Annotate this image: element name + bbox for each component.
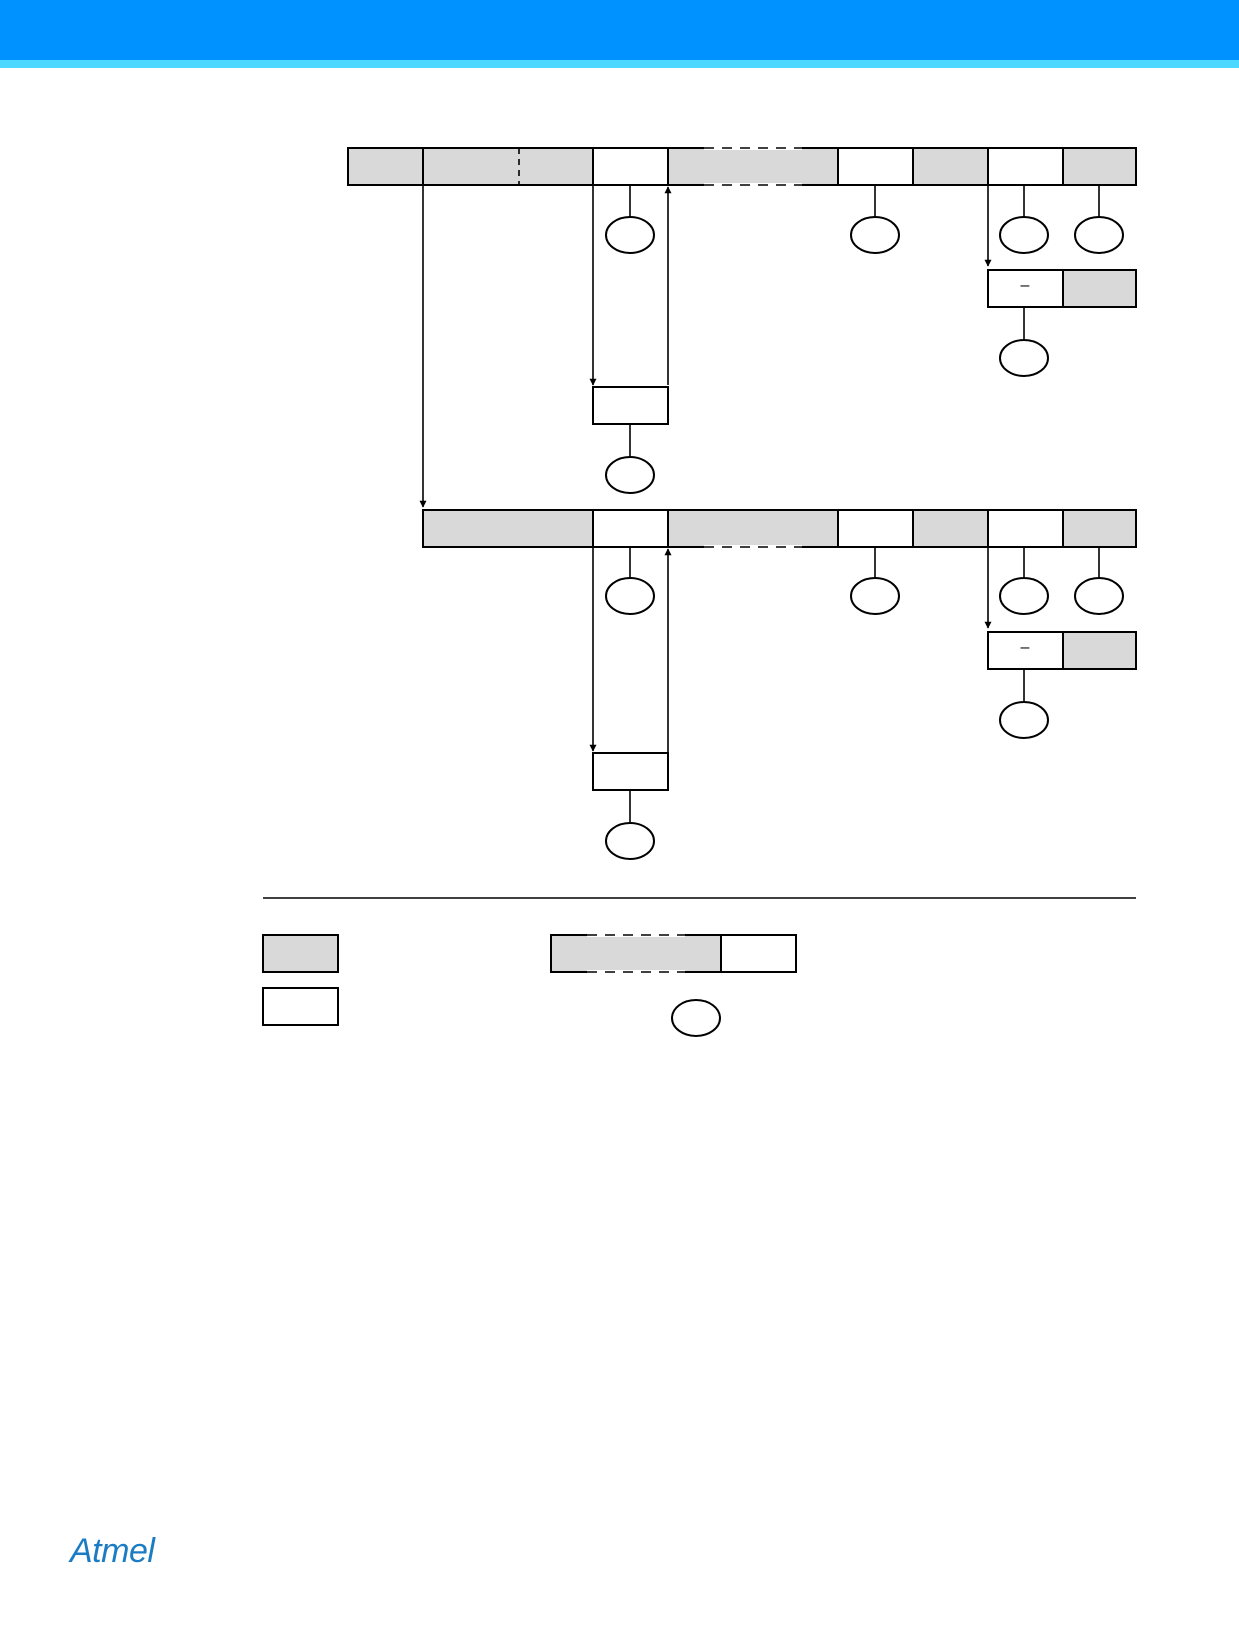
top-field-8	[1062, 147, 1137, 186]
top-field-4	[667, 147, 839, 186]
bottom-side-minus: –	[1021, 639, 1030, 656]
legend-field-end	[720, 934, 797, 973]
bottom-field-7	[1062, 509, 1137, 548]
bottom-field-6	[987, 509, 1064, 548]
atmel-logo: Atmel	[70, 1532, 155, 1570]
bottom-field-1	[422, 509, 594, 548]
bottom-side-box-left	[987, 631, 1064, 670]
bottom-field-4	[837, 509, 914, 548]
top-side-circle	[999, 339, 1049, 377]
legend-white-swatch	[262, 987, 339, 1026]
legend-variable-field	[550, 934, 722, 973]
top-record	[347, 147, 1137, 186]
top-sub-box	[592, 386, 669, 425]
top-field-6	[912, 147, 989, 186]
top-circle-8	[1074, 216, 1124, 254]
bottom-sub-box	[592, 752, 669, 791]
legend-circle	[671, 999, 721, 1037]
bottom-circle-4	[850, 577, 900, 615]
top-field-1	[347, 147, 424, 186]
bottom-circle-7	[1074, 577, 1124, 615]
top-sub-circle	[605, 456, 655, 494]
top-circle-3	[605, 216, 655, 254]
bottom-record	[422, 509, 1137, 548]
bottom-sub-circle	[605, 822, 655, 860]
bottom-field-5	[912, 509, 989, 548]
bottom-circle-6	[999, 577, 1049, 615]
top-side-box-left	[987, 269, 1064, 308]
legend-shaded-swatch	[262, 934, 339, 973]
top-field-5	[837, 147, 914, 186]
header-bar	[0, 0, 1239, 60]
bottom-field-2	[592, 509, 669, 548]
top-field-7	[987, 147, 1064, 186]
top-side-box-right	[1062, 269, 1137, 308]
top-field-2	[422, 147, 594, 186]
top-circle-5	[850, 216, 900, 254]
top-side-minus: –	[1021, 277, 1030, 294]
top-circle-7	[999, 216, 1049, 254]
bottom-side-circle	[999, 701, 1049, 739]
header-stripe	[0, 60, 1239, 68]
bottom-side-box-right	[1062, 631, 1137, 670]
bottom-field-3	[667, 509, 839, 548]
top-field-3	[592, 147, 669, 186]
bottom-circle-2	[605, 577, 655, 615]
